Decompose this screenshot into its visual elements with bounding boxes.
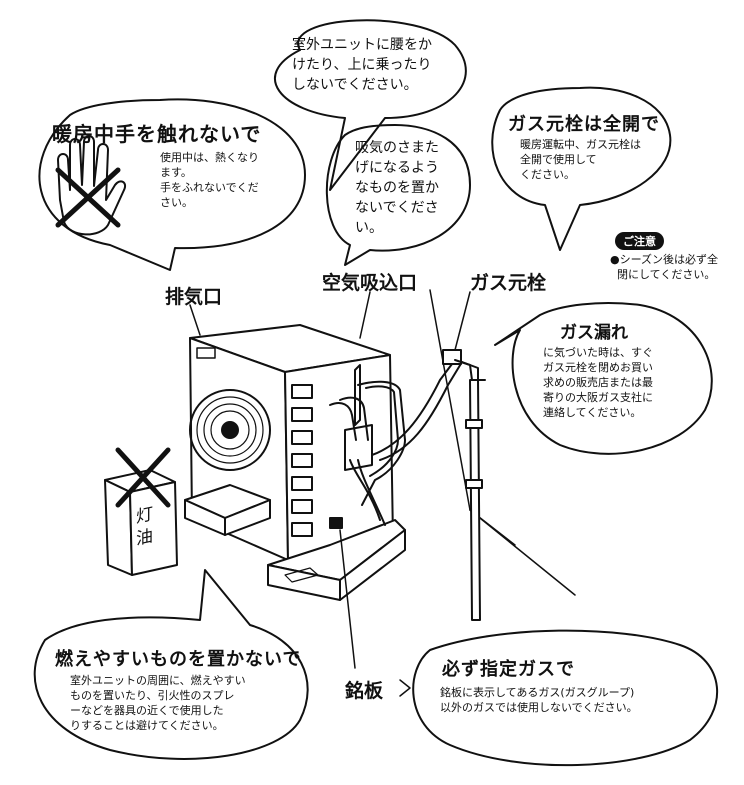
bubble-roof [274, 19, 467, 191]
gas-type-title: 必ず指定ガスで [442, 659, 575, 680]
gas-leak-body: に気づいた時は、すぐ ガス元栓を閉めお買い 求めの販売店または最 寄りの大阪ガス… [543, 346, 653, 419]
gas-leak-title: ガス漏れ [560, 323, 628, 343]
gas-piping [329, 349, 486, 621]
nameplate-label: 銘板 [345, 680, 384, 702]
caution-badge: ご注意 [615, 232, 664, 250]
outdoor-unit [184, 324, 406, 601]
air-intake-label: 空気吸込口 [322, 272, 418, 294]
bubble-flammables [33, 569, 309, 760]
gas-type-body: 銘板に表示してあるガス(ガスグループ) 以外のガスでは使用しないでください。 [440, 686, 638, 714]
valve-open-body: 暖房運転中、ガス元栓は 全開で使用して ください。 [520, 138, 641, 181]
heating-warning-body: 使用中は、熱くなり ます。 手をふれないでくだ さい。 [160, 151, 259, 209]
caution-text: ●シーズン後は必ず全 閉にしてください。 [610, 253, 719, 281]
bubble-intake [325, 124, 471, 266]
gas-valve-label: ガス元栓 [470, 272, 547, 294]
bubble-gas-leak [494, 302, 713, 455]
bubble-heating [38, 98, 306, 271]
bubble-gas-type [412, 629, 719, 767]
intake-warning-text: 吸気のさまた げになるよう なものを置か ないでくださ い。 [355, 140, 439, 236]
kerosene-label: 灯 油 [136, 504, 153, 550]
heating-warning-title: 暖房中手を触れないで [52, 122, 262, 146]
bubble-valve-open [491, 86, 672, 251]
flammables-title: 燃えやすいものを置かないで [55, 649, 302, 670]
exhaust-label: 排気口 [165, 286, 223, 308]
kerosene-can-icon [104, 447, 178, 576]
flammables-body: 室外ユニットの周囲に、燃えやすい ものを置いたり、引火性のスプレ ーなどを器具の… [70, 674, 246, 732]
no-touch-hand-icon [55, 135, 126, 236]
valve-open-title: ガス元栓は全開で [508, 114, 660, 135]
roof-warning-text: 室外ユニットに腰をか けたり、上に乗ったり しないでください。 [292, 37, 432, 93]
